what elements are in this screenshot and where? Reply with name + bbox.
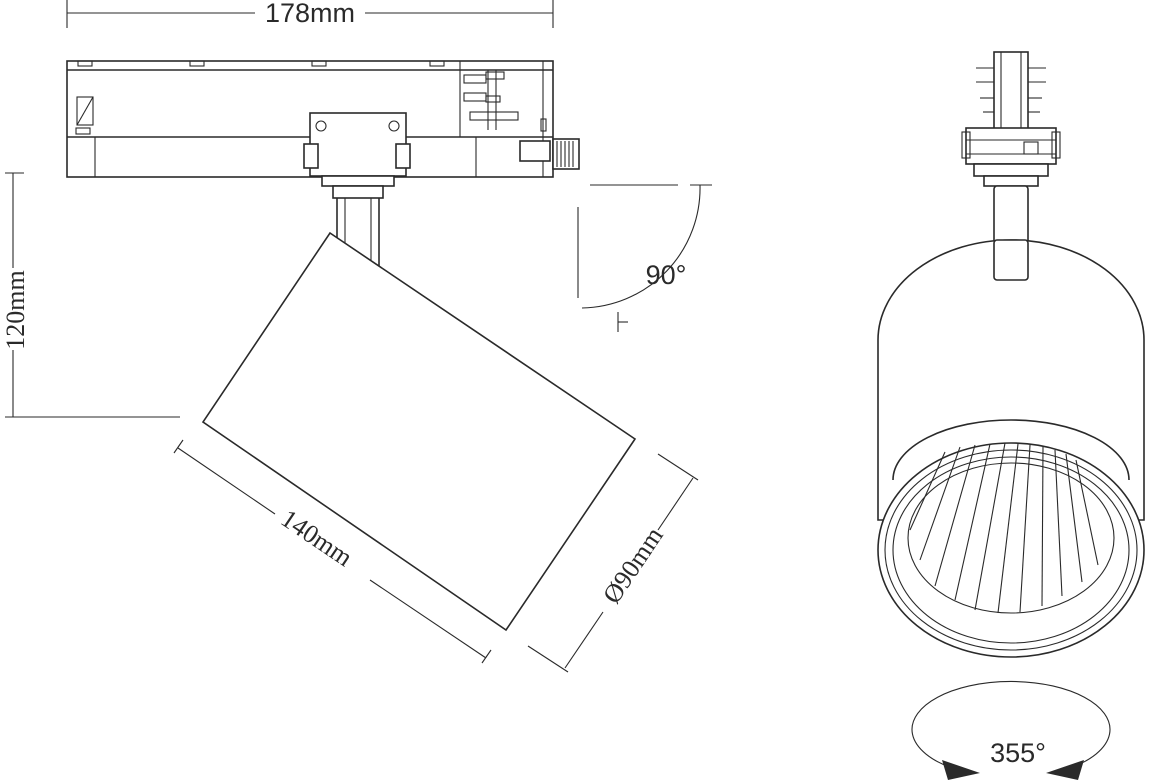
side-view: 178mm: [1, 0, 712, 673]
height-label: 120mm: [1, 270, 30, 349]
rotation-angle-indicator: 355°: [911, 680, 1111, 780]
height-dimension: 120mm: [1, 172, 180, 418]
front-view: 355°: [877, 51, 1145, 780]
tilt-angle-indicator: 90°: [577, 184, 712, 332]
diameter-label: Ø90mm: [597, 522, 669, 609]
lamp-body-front: [877, 239, 1145, 521]
rotation-label: 355°: [990, 738, 1046, 768]
tilt-label: 90°: [646, 260, 687, 290]
width-label: 178mm: [265, 0, 355, 28]
front-adapter: [961, 51, 1061, 187]
width-dimension: 178mm: [66, 0, 554, 28]
mounting-bracket: [303, 112, 411, 199]
reflector-facets: [909, 442, 1099, 614]
lens-assembly: [877, 419, 1145, 658]
lamp-body-side: [201, 231, 637, 632]
